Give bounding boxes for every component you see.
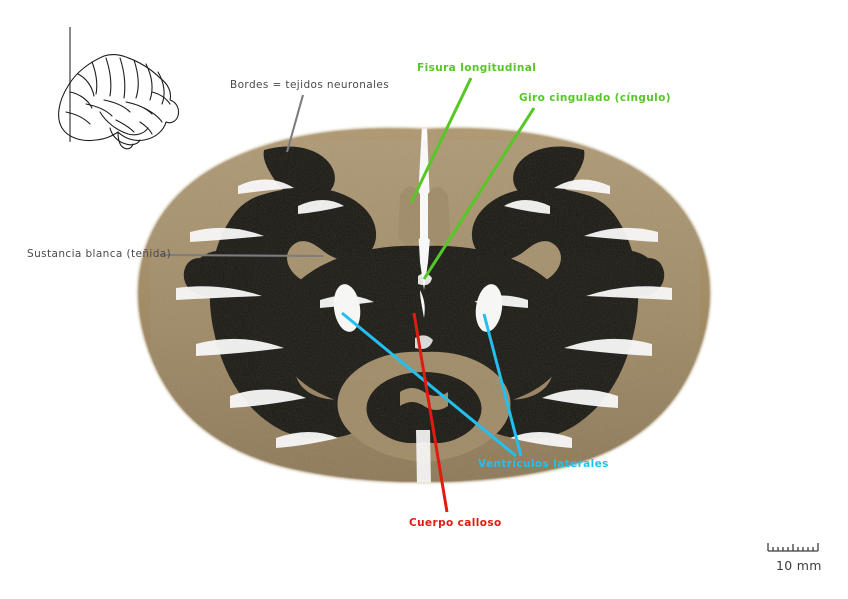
label-fisura-longitudinal: Fisura longitudinal <box>417 62 537 74</box>
leader-line-fisura <box>409 77 473 204</box>
leader-line-ventriculo-der <box>482 313 523 457</box>
label-ventriculos-laterales: Ventrículos laterales <box>478 458 609 470</box>
label-cuerpo-calloso: Cuerpo calloso <box>409 517 502 529</box>
leader-line-ventriculo-izq <box>341 311 517 458</box>
label-sustancia-blanca: Sustancia blanca (teñida) <box>27 248 172 260</box>
scale-bar-caption: 10 mm <box>776 558 822 573</box>
specimen-body <box>136 127 712 483</box>
leader-line-giro <box>422 107 536 280</box>
leader-line-bordes <box>285 94 305 153</box>
label-bordes: Bordes = tejidos neuronales <box>230 79 390 91</box>
leader-line-cuerpo-calloso <box>412 312 449 513</box>
specimen-outline <box>135 126 713 484</box>
leader-line-sustancia <box>159 253 324 258</box>
label-giro-cingulado: Giro cingulado (cíngulo) <box>519 92 671 104</box>
